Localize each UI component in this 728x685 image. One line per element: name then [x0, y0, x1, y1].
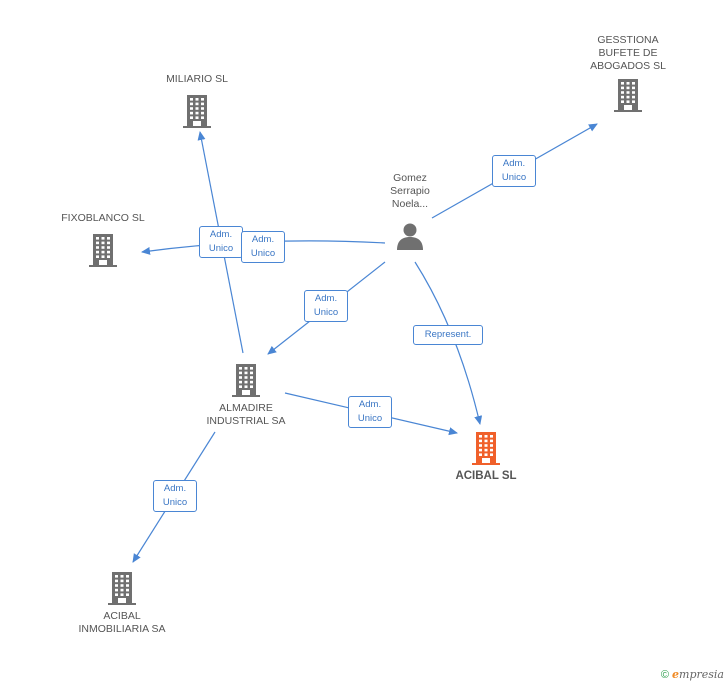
node-label: Gomez Serrapio Noela...: [390, 172, 430, 210]
node-acibal-inmobiliaria[interactable]: ACIBAL INMOBILIARIA SA: [70, 570, 174, 636]
node-almadire[interactable]: ALMADIRE INDUSTRIAL SA: [196, 362, 296, 428]
footer-brand: © empresia: [661, 668, 724, 681]
node-label: MILIARIO SL: [166, 73, 228, 85]
node-label: ACIBAL INMOBILIARIA SA: [78, 610, 166, 635]
node-miliario[interactable]: MILIARIO SL: [147, 73, 247, 129]
person-icon: [397, 223, 423, 250]
node-gomez[interactable]: Gomez Serrapio Noela...: [360, 172, 460, 251]
empresia-logo: empresia: [672, 668, 724, 681]
edge-label-gomez-almadire[interactable]: Adm. Unico: [304, 290, 348, 322]
copyright-symbol: ©: [660, 669, 669, 681]
building-icon: [472, 432, 500, 465]
building-icon: [614, 79, 642, 112]
node-acibal[interactable]: ACIBAL SL: [436, 430, 536, 483]
building-icon: [89, 234, 117, 267]
edge-label-gomez-fixoblanco[interactable]: Adm. Unico: [241, 231, 285, 263]
edge-label-almadire-acibal[interactable]: Adm. Unico: [348, 396, 392, 428]
building-icon: [183, 95, 211, 128]
edge-label-gomez-gesstiona[interactable]: Adm. Unico: [492, 155, 536, 187]
node-label: ALMADIRE INDUSTRIAL SA: [206, 402, 286, 427]
node-gesstiona[interactable]: GESSTIONA BUFETE DE ABOGADOS SL: [578, 34, 678, 113]
node-label: GESSTIONA BUFETE DE ABOGADOS SL: [590, 34, 666, 72]
edge-label-almadire-acibal-inmobiliaria[interactable]: Adm. Unico: [153, 480, 197, 512]
building-icon: [108, 572, 136, 605]
edge-label-gomez-acibal[interactable]: Represent.: [413, 325, 483, 345]
node-fixoblanco[interactable]: FIXOBLANCO SL: [48, 212, 158, 268]
building-icon: [232, 364, 260, 397]
node-label: ACIBAL SL: [455, 470, 517, 482]
edge-label-almadire-miliario[interactable]: Adm. Unico: [199, 226, 243, 258]
node-label: FIXOBLANCO SL: [61, 212, 145, 224]
